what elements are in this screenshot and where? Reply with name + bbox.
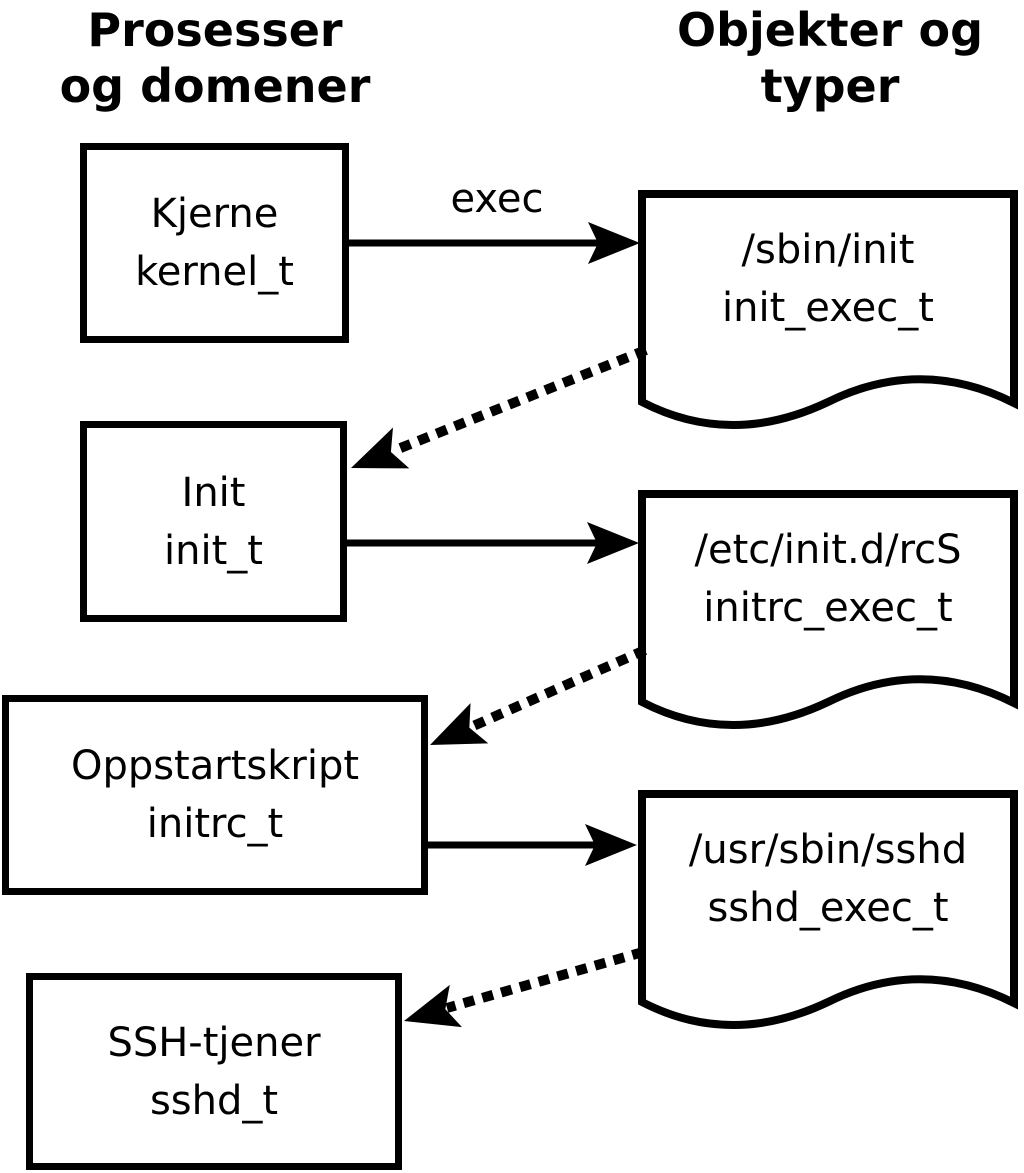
transition-arrow-3-head	[404, 984, 462, 1028]
object-doc-usr-sbin-sshd-path: /usr/sbin/sshd	[688, 827, 968, 873]
transition-arrow-2-head	[430, 703, 489, 745]
column-header-processes-line2: og domener	[59, 59, 371, 113]
object-doc-usr-sbin-sshd-type: sshd_exec_t	[707, 885, 949, 931]
transition-arrow-1-line	[391, 345, 648, 456]
exec-arrow-kernel-to-init-exec	[349, 222, 640, 264]
transition-arrow-init-exec-to-init	[351, 345, 648, 469]
exec-arrow-3-head	[585, 824, 637, 866]
process-box-init-label: Init init_t	[80, 421, 347, 622]
exec-arrow-init-to-initrc-exec	[345, 522, 639, 564]
process-box-sshd-name: SSH-tjener	[107, 1019, 321, 1066]
object-doc-sbin-init-label: /sbin/init init_exec_t	[642, 221, 1014, 337]
object-doc-usr-sbin-sshd	[638, 790, 1018, 1029]
exec-arrow-1-head	[588, 222, 640, 264]
process-box-kernel	[80, 143, 349, 343]
transition-arrow-3-line	[445, 947, 645, 1013]
process-box-sshd-label: SSH-tjener sshd_t	[26, 973, 402, 1170]
process-box-initrc-type: initrc_t	[146, 801, 284, 847]
process-box-sshd	[26, 973, 402, 1170]
object-doc-etc-initd-rcs	[638, 490, 1018, 729]
object-doc-sbin-init-type: init_exec_t	[722, 285, 934, 331]
process-box-kernel-label: Kjerne kernel_t	[80, 143, 349, 343]
process-box-initrc	[2, 695, 428, 895]
process-box-sshd-type: sshd_t	[149, 1077, 279, 1124]
process-box-init-name: Init	[181, 469, 246, 516]
process-box-kernel-type: kernel_t	[135, 249, 294, 295]
process-box-init-type: init_t	[164, 527, 263, 574]
column-header-processes: Prosesser og domener	[20, 2, 410, 114]
object-doc-etc-initd-rcs-type: initrc_exec_t	[703, 585, 953, 631]
transition-arrow-1-head	[351, 427, 410, 469]
object-doc-etc-initd-rcs-path: /etc/init.d/rcS	[694, 527, 962, 573]
exec-arrow-initrc-to-sshd-exec	[428, 824, 637, 866]
column-header-objects: Objekter og typer	[640, 2, 1020, 114]
column-header-objects-line2: typer	[760, 59, 900, 113]
exec-arrow-label: exec	[450, 176, 544, 222]
process-box-initrc-name: Oppstartskript	[70, 743, 360, 789]
column-header-processes-line1: Prosesser	[87, 3, 343, 57]
object-doc-sbin-init-path: /sbin/init	[741, 227, 915, 273]
transition-arrow-initrc-exec-to-initrc	[430, 645, 648, 745]
process-box-kernel-name: Kjerne	[150, 191, 279, 237]
transition-arrow-2-line	[468, 645, 648, 732]
process-box-initrc-label: Oppstartskript initrc_t	[2, 695, 428, 895]
exec-arrow-2-head	[587, 522, 639, 564]
process-box-init	[80, 421, 347, 622]
object-doc-sbin-init	[638, 190, 1018, 429]
object-doc-usr-sbin-sshd-label: /usr/sbin/sshd sshd_exec_t	[642, 821, 1014, 937]
object-doc-etc-initd-rcs-label: /etc/init.d/rcS initrc_exec_t	[642, 521, 1014, 637]
column-header-objects-line1: Objekter og	[676, 3, 983, 57]
transition-arrow-sshd-exec-to-sshd	[404, 947, 645, 1028]
